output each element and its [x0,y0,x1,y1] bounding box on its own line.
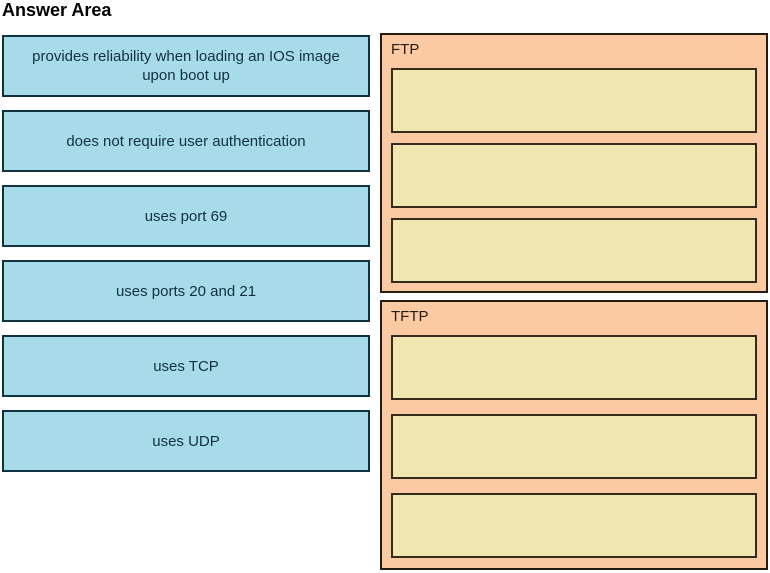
drop-slot-ftp-2[interactable] [391,143,757,208]
draggable-options-column: provides reliability when loading an IOS… [2,35,370,472]
drag-item-uses-tcp[interactable]: uses TCP [2,335,370,397]
drop-slot-tftp-2[interactable] [391,414,757,479]
drop-slot-ftp-1[interactable] [391,68,757,133]
drop-targets-column: FTP TFTP [380,33,768,570]
drop-zone-tftp: TFTP [380,300,768,570]
drag-item-uses-udp[interactable]: uses UDP [2,410,370,472]
drop-slot-tftp-3[interactable] [391,493,757,558]
drop-slot-ftp-3[interactable] [391,218,757,283]
drop-slot-tftp-1[interactable] [391,335,757,400]
drag-item-ports-20-21[interactable]: uses ports 20 and 21 [2,260,370,322]
drop-zone-ftp: FTP [380,33,768,293]
drop-zone-tftp-label: TFTP [391,308,429,325]
page-title: Answer Area [2,0,112,20]
drag-item-port-69[interactable]: uses port 69 [2,185,370,247]
drop-zone-ftp-label: FTP [391,41,420,58]
drag-item-no-user-authentication[interactable]: does not require user authentication [2,110,370,172]
drag-item-ios-boot-reliability[interactable]: provides reliability when loading an IOS… [2,35,370,97]
